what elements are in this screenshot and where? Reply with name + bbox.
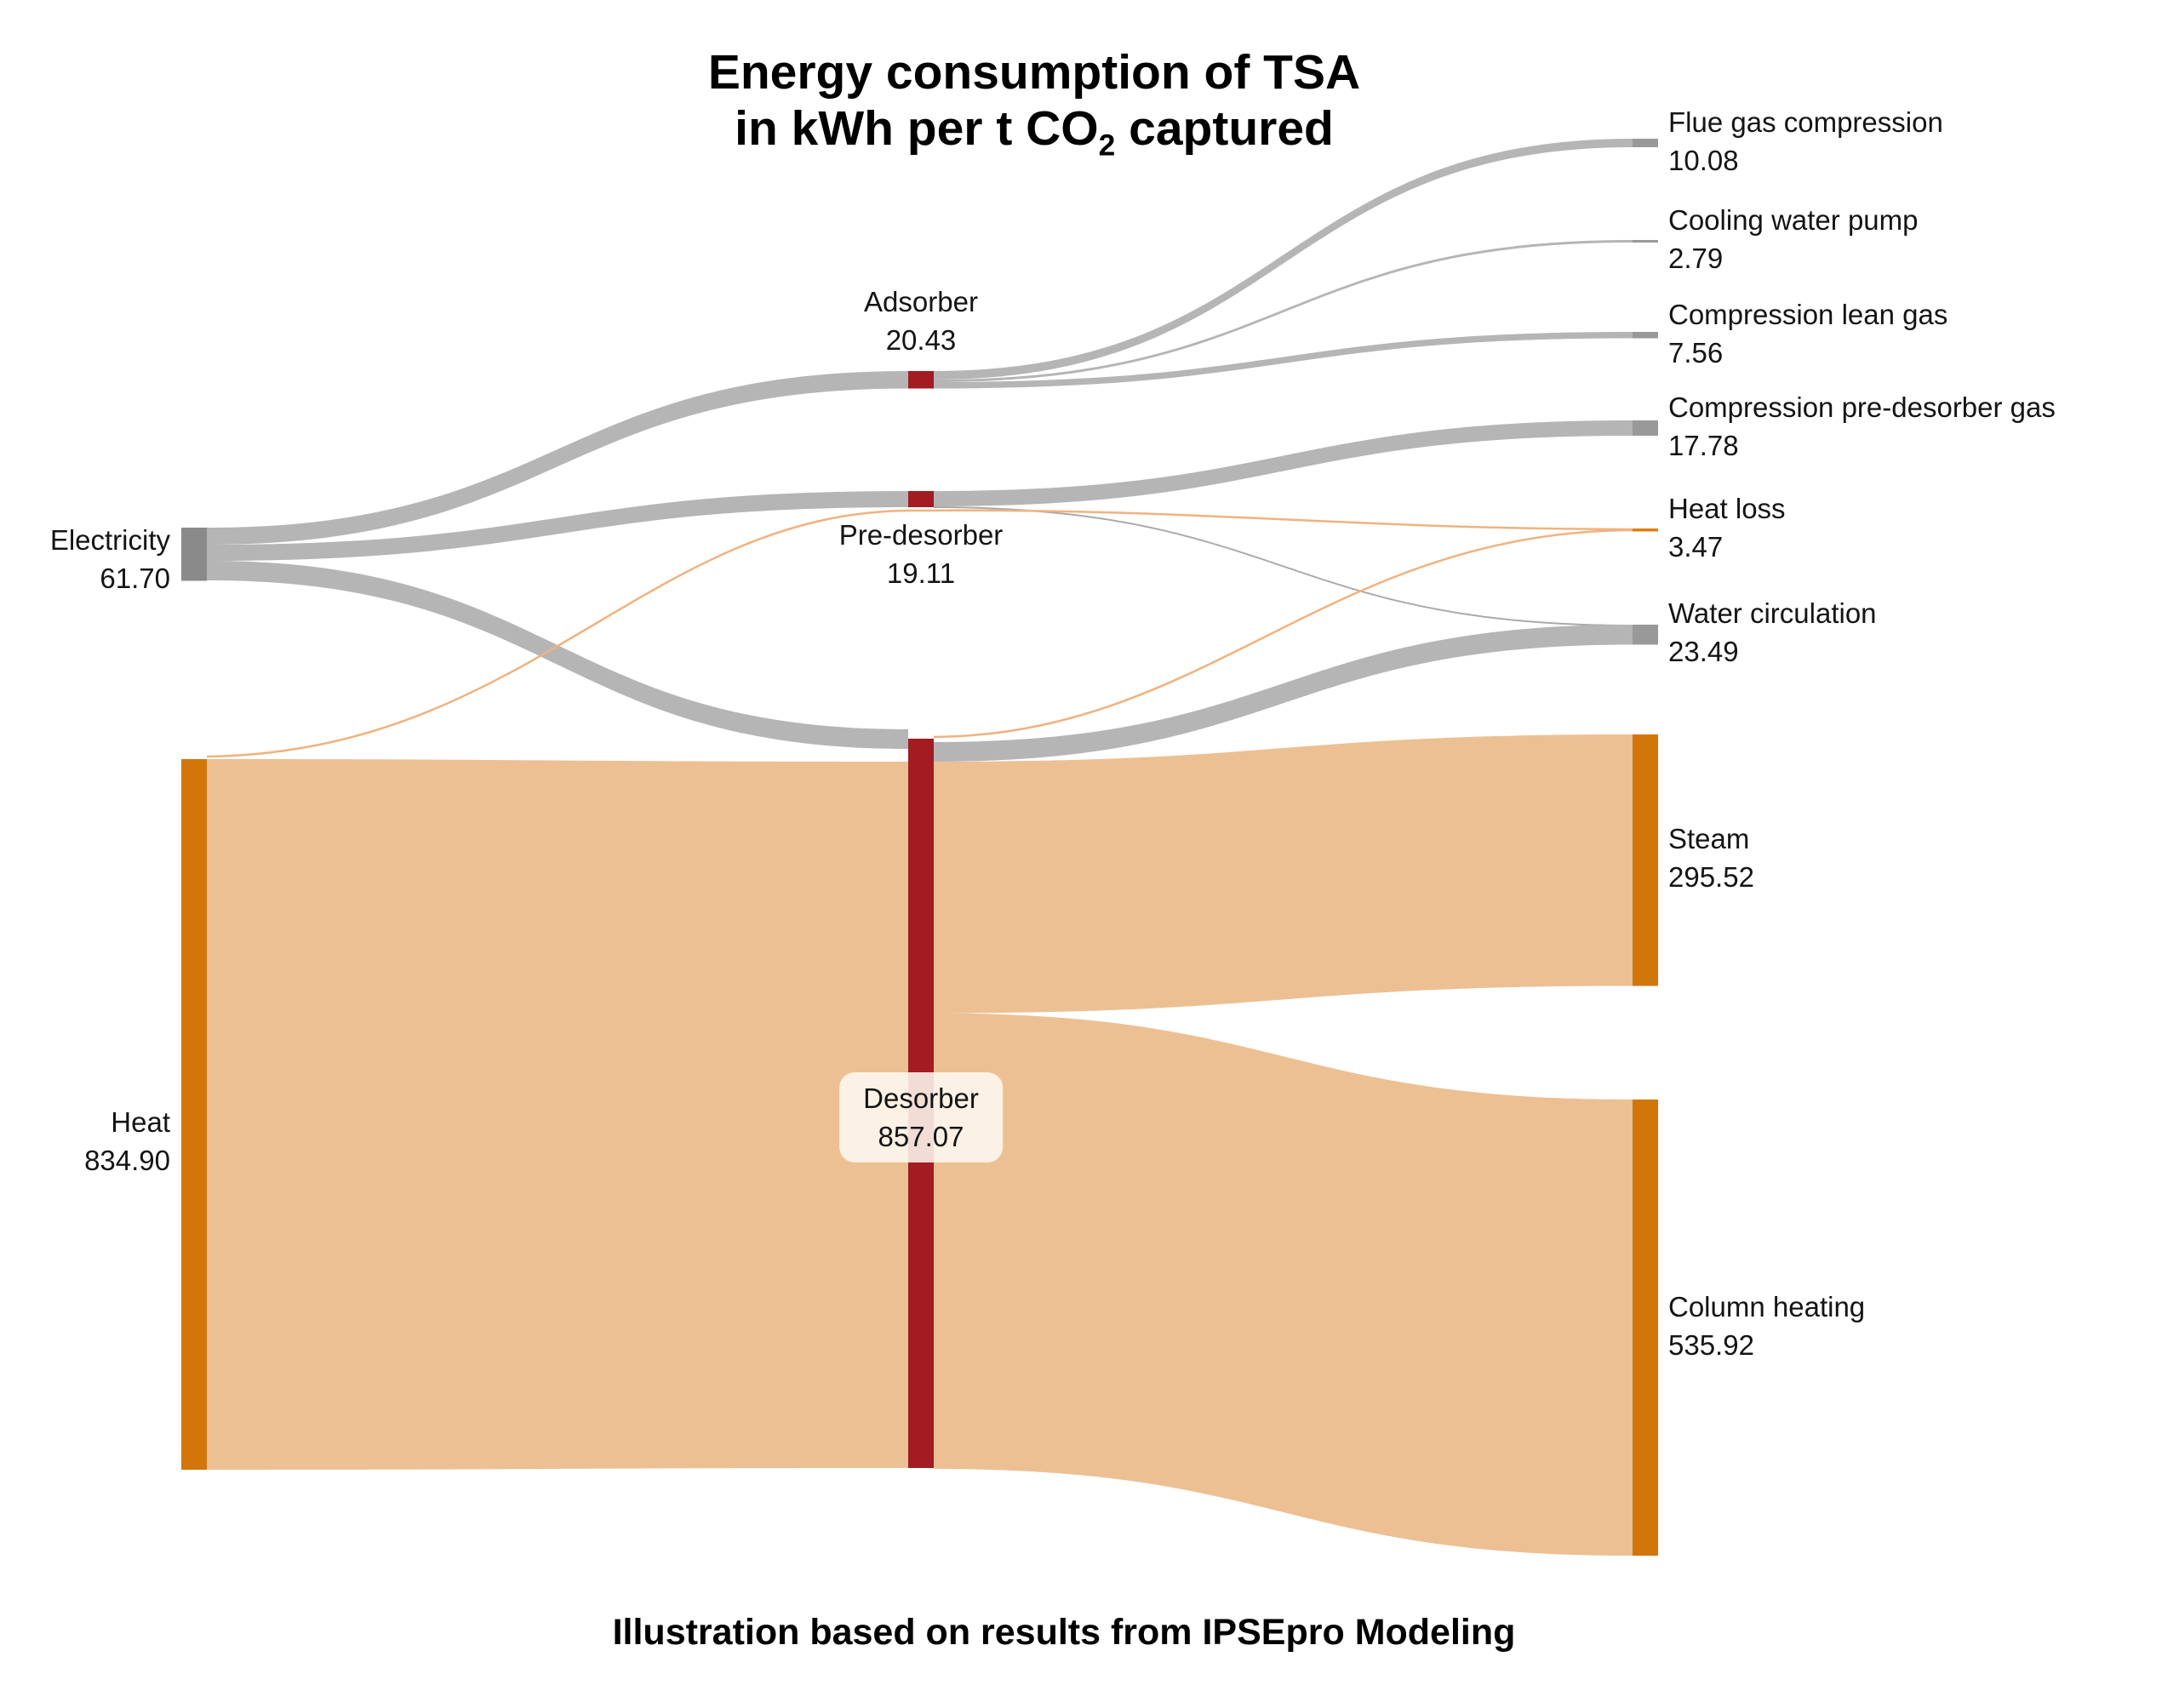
label-column-heating: Column heating 535.92	[1668, 1288, 1865, 1364]
label-desorber-value: 857.07	[878, 1121, 964, 1152]
node-steam	[1633, 734, 1658, 986]
chart-caption: Illustration based on results from IPSEp…	[612, 1612, 1516, 1653]
label-steam-value: 295.52	[1668, 861, 1754, 893]
chart-title-line2: in kWh per t CO2 captured	[735, 101, 1334, 163]
node-cooling-water-pump	[1633, 240, 1658, 243]
label-compression-lean-gas-name: Compression lean gas	[1668, 299, 1948, 330]
label-desorber: Desorber 857.07	[839, 1072, 1003, 1162]
label-column-heating-value: 535.92	[1668, 1329, 1754, 1361]
flow-electricity-adsorber	[207, 371, 908, 545]
flow-electricity-predesorber	[207, 491, 908, 561]
label-adsorber-name: Adsorber	[864, 286, 978, 317]
flow-predesorber-compression-predesorber-gas	[934, 420, 1633, 506]
label-cooling-water-pump: Cooling water pump 2.79	[1668, 201, 1919, 277]
label-compression-lean-gas: Compression lean gas 7.56	[1668, 295, 1947, 372]
label-flue-gas-compression: Flue gas compression 10.08	[1668, 103, 1943, 180]
label-heat-name: Heat	[111, 1106, 170, 1138]
node-predesorber	[908, 491, 934, 507]
chart-title: Energy consumption of TSA in kWh per t C…	[460, 44, 1609, 163]
chart-title-line1: Energy consumption of TSA	[707, 45, 1361, 100]
label-compression-predesorber-gas-value: 17.78	[1668, 430, 1739, 461]
label-water-circulation: Water circulation 23.49	[1668, 594, 1877, 671]
label-heat-loss-name: Heat loss	[1668, 493, 1786, 524]
label-heat-loss: Heat loss 3.47	[1668, 489, 1786, 566]
label-heat-value: 834.90	[84, 1145, 170, 1176]
flow-adsorber-cooling-water-pump	[934, 240, 1633, 382]
label-cooling-water-pump-value: 2.79	[1668, 243, 1724, 274]
node-adsorber	[908, 371, 934, 389]
label-electricity-name: Electricity	[49, 524, 170, 556]
node-column-heating	[1633, 1100, 1658, 1556]
label-heat: Heat 834.90	[0, 1103, 170, 1180]
label-steam-name: Steam	[1668, 823, 1750, 854]
label-compression-predesorber-gas-name: Compression pre-desorber gas	[1668, 391, 2056, 423]
label-flue-gas-compression-name: Flue gas compression	[1668, 106, 1943, 138]
label-column-heating-name: Column heating	[1668, 1291, 1866, 1322]
label-predesorber-name: Pre-desorber	[838, 519, 1004, 551]
flow-desorber-water-circulation	[934, 625, 1633, 762]
label-desorber-name: Desorber	[863, 1082, 979, 1114]
label-electricity: Electricity 61.70	[0, 521, 170, 597]
label-adsorber: Adsorber 20.43	[864, 283, 978, 359]
flow-heat-loss-line-lower	[933, 528, 1633, 739]
label-electricity-value: 61.70	[100, 563, 170, 594]
label-predesorber-value: 19.11	[886, 557, 956, 589]
label-water-circulation-name: Water circulation	[1668, 597, 1877, 629]
node-flue-gas-compression	[1633, 139, 1658, 147]
label-compression-predesorber-gas: Compression pre-desorber gas 17.78	[1668, 388, 2056, 465]
flow-desorber-column-heating	[934, 1013, 1633, 1556]
node-heat-loss	[1633, 528, 1658, 532]
node-heat	[181, 759, 207, 1470]
node-electricity	[181, 528, 207, 581]
flow-heat-loss-line-upper	[206, 509, 1633, 758]
label-predesorber: Pre-desorber 19.11	[839, 516, 1004, 592]
flow-desorber-steam	[934, 734, 1633, 1014]
flow-adsorber-flue-gas-compression	[934, 139, 1633, 380]
flow-electricity-desorber	[207, 561, 908, 749]
label-water-circulation-value: 23.49	[1668, 636, 1739, 667]
node-water-circulation	[1633, 625, 1658, 645]
flow-predesorber-water-circulation	[934, 506, 1633, 626]
flow-heat-desorber	[207, 759, 908, 1470]
label-heat-loss-value: 3.47	[1668, 531, 1724, 563]
flow-adsorber-compression-lean-gas	[934, 332, 1633, 389]
label-flue-gas-compression-value: 10.08	[1668, 145, 1739, 176]
label-cooling-water-pump-name: Cooling water pump	[1668, 204, 1919, 236]
label-steam: Steam 295.52	[1668, 820, 1754, 896]
node-compression-predesorber-gas	[1633, 420, 1658, 436]
label-adsorber-value: 20.43	[885, 324, 957, 356]
label-compression-lean-gas-value: 7.56	[1668, 337, 1724, 368]
node-compression-lean-gas	[1633, 332, 1658, 339]
